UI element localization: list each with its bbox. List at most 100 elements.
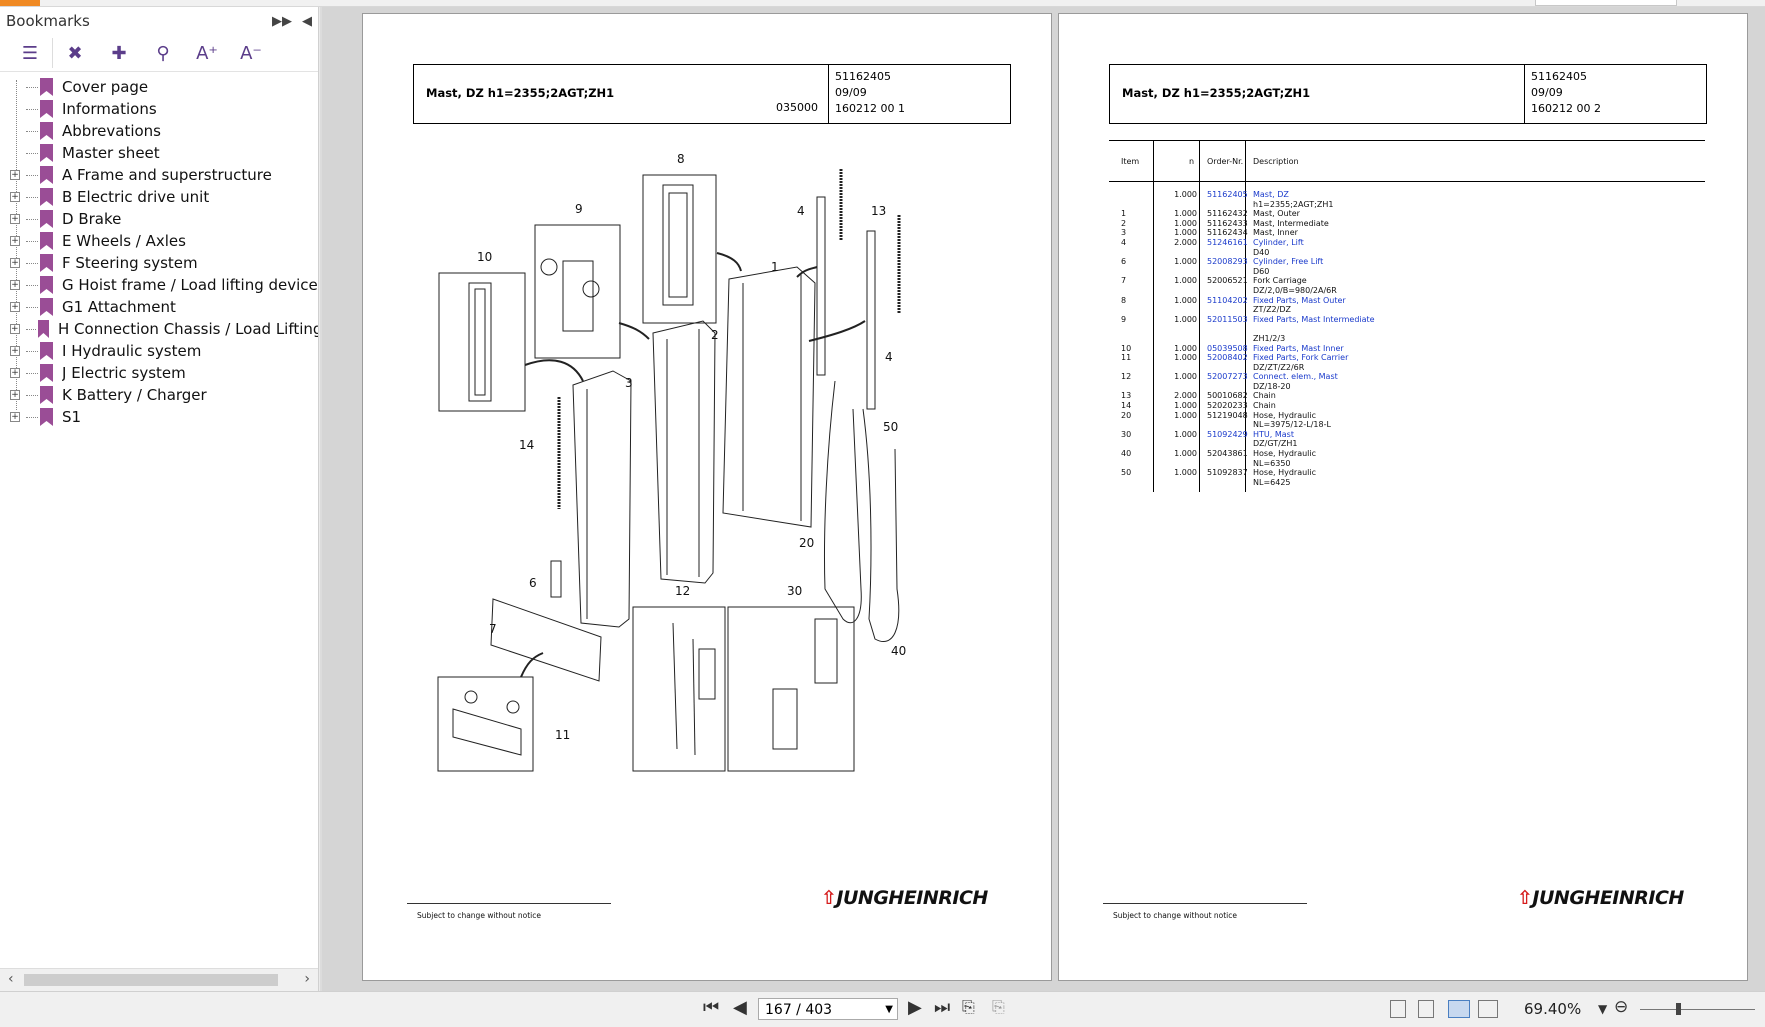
decrease-text-size-icon[interactable]: A⁻ <box>240 42 262 64</box>
zoom-slider[interactable] <box>1640 1003 1755 1015</box>
cell-desc[interactable]: Fixed Parts, Mast Intermediate <box>1253 314 1375 324</box>
bookmark-item[interactable]: +D Brake <box>0 208 318 230</box>
zoom-dropdown-icon[interactable]: ▼ <box>1598 1002 1608 1016</box>
mast-intermediate <box>652 320 716 584</box>
scroll-left-icon[interactable]: ‹ <box>8 971 14 987</box>
zoom-slider-knob[interactable] <box>1676 1003 1681 1015</box>
page-parts-list: Mast, DZ h1=2355;2AGT;ZH1 51162405 09/09… <box>1058 13 1748 981</box>
cell-order: 52006521 <box>1207 276 1248 286</box>
next-view-icon[interactable]: ⎘ <box>992 997 1005 1016</box>
cell-order[interactable]: 51104202 <box>1207 295 1248 305</box>
zoom-out-icon[interactable]: ⊖ <box>1614 997 1629 1017</box>
collapse-panel-icon[interactable]: ◀ <box>302 13 312 29</box>
col-n: n <box>1189 157 1195 166</box>
callout-7: 7 <box>489 622 497 636</box>
bookmark-item[interactable]: + A Frame and superstructure <box>0 164 318 186</box>
page-number-input[interactable]: 167 / 403 ▼ <box>758 998 898 1020</box>
bookmarks-title: Bookmarks <box>6 12 90 30</box>
expand-icon[interactable]: + <box>10 236 20 246</box>
cell-order[interactable]: 52011503 <box>1207 314 1248 324</box>
bookmark-item[interactable]: +K Battery / Charger <box>0 384 318 406</box>
detail-box-8 <box>642 174 717 324</box>
bookmark-item[interactable]: Informations <box>0 98 318 120</box>
cell-order[interactable]: 05039508 <box>1207 343 1248 353</box>
scroll-thumb[interactable] <box>24 974 278 986</box>
expand-icon[interactable]: + <box>10 390 20 400</box>
bookmark-item[interactable]: Cover page <box>0 76 318 98</box>
bookmarks-horizontal-scrollbar[interactable]: ‹ › <box>0 968 318 991</box>
cell-order[interactable]: 51092429 <box>1207 429 1248 439</box>
expand-icon[interactable]: + <box>10 368 20 378</box>
cell-order[interactable]: 52008293 <box>1207 257 1248 267</box>
cell-n: 1.000 <box>1174 228 1197 238</box>
zoom-level[interactable]: 69.40% <box>1524 1000 1582 1018</box>
search-field-edge[interactable] <box>1535 0 1677 6</box>
add-bookmark-icon[interactable]: ✚ <box>111 42 127 64</box>
cell-desc[interactable]: Connect. elem., Mast <box>1253 372 1338 382</box>
expand-icon[interactable]: + <box>10 192 20 202</box>
bookmark-item[interactable]: +S1 <box>0 406 318 428</box>
cell-order[interactable]: 51246161 <box>1207 237 1248 247</box>
bookmark-item[interactable]: +G1 Attachment <box>0 296 318 318</box>
bookmark-item[interactable]: +H Connection Chassis / Load Lifting Dev… <box>0 318 318 340</box>
bookmark-item[interactable]: +G Hoist frame / Load lifting device <box>0 274 318 296</box>
bookmark-icon <box>40 78 53 96</box>
bookmark-item[interactable]: +B Electric drive unit <box>0 186 318 208</box>
cell-desc[interactable]: Cylinder, Lift <box>1253 237 1304 247</box>
cell-desc[interactable]: Fixed Parts, Fork Carrier <box>1253 353 1349 363</box>
expand-icon[interactable]: + <box>10 280 20 290</box>
first-page-icon[interactable]: ⏮ <box>703 997 720 1018</box>
cell-desc[interactable]: Mast, DZ <box>1253 190 1289 199</box>
bookmark-icon <box>40 210 53 228</box>
cell-order[interactable]: 52008402 <box>1207 353 1248 363</box>
next-page-icon[interactable]: ▶ <box>908 997 922 1018</box>
cell-n: 1.000 <box>1174 314 1197 324</box>
cell-n: 1.000 <box>1174 468 1197 478</box>
expand-icon[interactable]: + <box>10 214 20 224</box>
two-page-view-icon[interactable] <box>1448 1000 1470 1018</box>
previous-page-icon[interactable]: ◀ <box>733 997 747 1018</box>
cell-desc[interactable]: Cylinder, Free Lift <box>1253 257 1324 267</box>
delete-bookmark-icon[interactable]: ✖ <box>67 42 83 64</box>
home-tab-accent[interactable] <box>0 0 40 6</box>
top-strip <box>0 0 1765 7</box>
expand-icon[interactable]: + <box>10 302 20 312</box>
bookmark-item[interactable]: +J Electric system <box>0 362 318 384</box>
cell-desc[interactable]: HTU, Mast <box>1253 429 1294 439</box>
bookmark-label: A Frame and superstructure <box>62 166 272 184</box>
expand-icon[interactable]: + <box>10 324 20 334</box>
cell-order[interactable]: 51162405 <box>1207 190 1248 199</box>
expand-icon[interactable]: + <box>10 346 20 356</box>
bookmark-item[interactable]: Abbrevations <box>0 120 318 142</box>
cell-desc[interactable]: Fixed Parts, Mast Inner <box>1253 343 1344 353</box>
previous-view-icon[interactable]: ⎘ <box>962 997 975 1016</box>
scroll-right-icon[interactable]: › <box>304 971 310 987</box>
continuous-view-icon[interactable] <box>1418 1000 1434 1018</box>
cell-desc: DZ/2,0/B=980/2A/6R <box>1253 285 1337 295</box>
last-page-icon[interactable]: ⏭ <box>934 997 951 1018</box>
table-row: DZ/ZT/Z2/6R <box>1109 363 1705 373</box>
cell-order[interactable]: 52007273 <box>1207 372 1248 382</box>
chevron-down-icon[interactable]: ▼ <box>885 1004 893 1015</box>
fork-carriage <box>490 598 602 682</box>
panel-splitter[interactable] <box>320 7 322 991</box>
expand-icon[interactable]: + <box>10 258 20 268</box>
bookmark-item[interactable]: +E Wheels / Axles <box>0 230 318 252</box>
cell-desc: ZT/Z2/DZ <box>1253 305 1291 315</box>
bookmark-item[interactable]: +F Steering system <box>0 252 318 274</box>
expand-icon[interactable]: + <box>10 170 20 180</box>
cell-desc[interactable]: Fixed Parts, Mast Outer <box>1253 295 1346 305</box>
single-page-view-icon[interactable] <box>1390 1000 1406 1018</box>
find-bookmark-icon[interactable]: ⚲ <box>156 42 170 64</box>
cell-item: 8 <box>1121 295 1127 305</box>
bookmark-item[interactable]: Master sheet <box>0 142 318 164</box>
two-page-continuous-view-icon[interactable] <box>1478 1000 1498 1018</box>
bookmark-icon <box>40 254 53 272</box>
bookmark-options-icon[interactable]: ☰ <box>8 38 53 68</box>
expand-panel-icon[interactable]: ▶▶ <box>272 13 292 29</box>
bookmark-item[interactable]: +I Hydraulic system <box>0 340 318 362</box>
increase-text-size-icon[interactable]: A⁺ <box>196 42 218 64</box>
expand-icon[interactable]: + <box>10 412 20 422</box>
cell-n: 1.000 <box>1174 218 1197 228</box>
